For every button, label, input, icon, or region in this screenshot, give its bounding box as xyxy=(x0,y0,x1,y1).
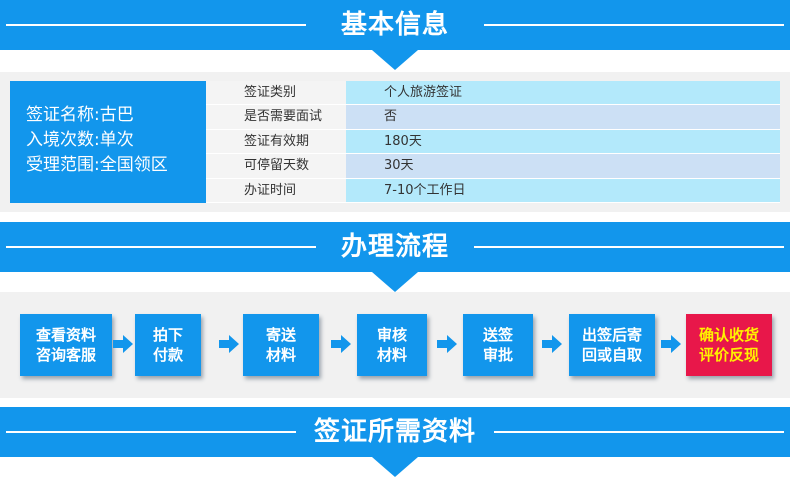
step-submit-approval: 送签 审批 xyxy=(463,314,533,376)
row-label: 办证时间 xyxy=(206,178,346,202)
header-rule-right xyxy=(494,431,784,433)
step-text-line2: 材料 xyxy=(265,346,296,364)
table-row: 办证时间 7-10个工作日 xyxy=(206,178,780,203)
header-notch xyxy=(372,50,418,70)
step-text-line1: 查看资料 xyxy=(35,326,96,344)
step-send-materials: 寄送 材料 xyxy=(243,314,319,376)
row-value: 7-10个工作日 xyxy=(346,178,780,202)
header-notch xyxy=(372,272,418,292)
section-title: 基本信息 xyxy=(328,10,461,40)
row-label: 签证类别 xyxy=(206,81,346,105)
step-return-pickup: 出签后寄 回或自取 xyxy=(569,314,655,376)
table-row: 可停留天数 30天 xyxy=(206,154,780,179)
header-rule-left xyxy=(6,431,296,433)
step-text-line1: 审核 xyxy=(376,326,407,344)
header-rule-right xyxy=(484,24,784,26)
step-text-line2: 材料 xyxy=(376,346,407,364)
step-text-line2: 评价反现 xyxy=(698,346,759,364)
visa-entries: 入境次数:单次 xyxy=(26,130,134,150)
step-text-line1: 出签后寄 xyxy=(581,326,642,344)
row-value: 个人旅游签证 xyxy=(346,81,780,105)
section-title: 办理流程 xyxy=(328,232,461,262)
arrow-right-icon xyxy=(219,335,239,353)
visa-name: 签证名称:古巴 xyxy=(26,105,134,125)
header-rule-left xyxy=(6,246,316,248)
step-text-line2: 审批 xyxy=(482,346,513,364)
header-rule-left xyxy=(6,24,306,26)
step-view-materials: 查看资料 咨询客服 xyxy=(20,314,112,376)
row-value: 否 xyxy=(346,105,780,129)
step-text-line2: 回或自取 xyxy=(581,346,642,364)
row-label: 签证有效期 xyxy=(206,129,346,154)
table-row: 签证类别 个人旅游签证 xyxy=(206,81,780,106)
arrow-right-icon xyxy=(113,335,133,353)
step-pay: 拍下 付款 xyxy=(135,314,201,376)
step-text-line1: 确认收货 xyxy=(698,326,759,344)
header-notch xyxy=(372,457,418,477)
row-label: 可停留天数 xyxy=(206,154,346,178)
step-text-line2: 咨询客服 xyxy=(35,346,96,364)
visa-details-table: 签证类别 个人旅游签证 是否需要面试 否 签证有效期 180天 可停留天数 30… xyxy=(206,81,780,203)
arrow-right-icon xyxy=(661,335,681,353)
step-text-line2: 付款 xyxy=(152,346,183,364)
header-rule-right xyxy=(474,246,784,248)
step-text-line1: 寄送 xyxy=(265,326,296,344)
row-value: 30天 xyxy=(346,154,780,178)
step-review-materials: 审核 材料 xyxy=(357,314,427,376)
arrow-right-icon xyxy=(542,335,562,353)
visa-scope: 受理范围:全国领区 xyxy=(26,155,168,175)
section-header-basic-info: 基本信息 xyxy=(0,0,790,70)
table-row: 是否需要面试 否 xyxy=(206,105,780,130)
table-row: 签证有效期 180天 xyxy=(206,129,780,155)
arrow-right-icon xyxy=(437,335,457,353)
section-header-process: 办理流程 xyxy=(0,222,790,292)
row-value: 180天 xyxy=(346,129,780,154)
visa-summary: 签证名称:古巴 入境次数:单次 受理范围:全国领区 xyxy=(10,81,206,203)
arrow-right-icon xyxy=(331,335,351,353)
section-title: 签证所需资料 xyxy=(301,417,488,447)
section-header-materials: 签证所需资料 xyxy=(0,407,790,477)
step-text-line1: 拍下 xyxy=(152,326,183,344)
row-label: 是否需要面试 xyxy=(206,105,346,129)
step-confirm-review: 确认收货 评价反现 xyxy=(686,314,772,376)
step-text-line1: 送签 xyxy=(482,326,513,344)
